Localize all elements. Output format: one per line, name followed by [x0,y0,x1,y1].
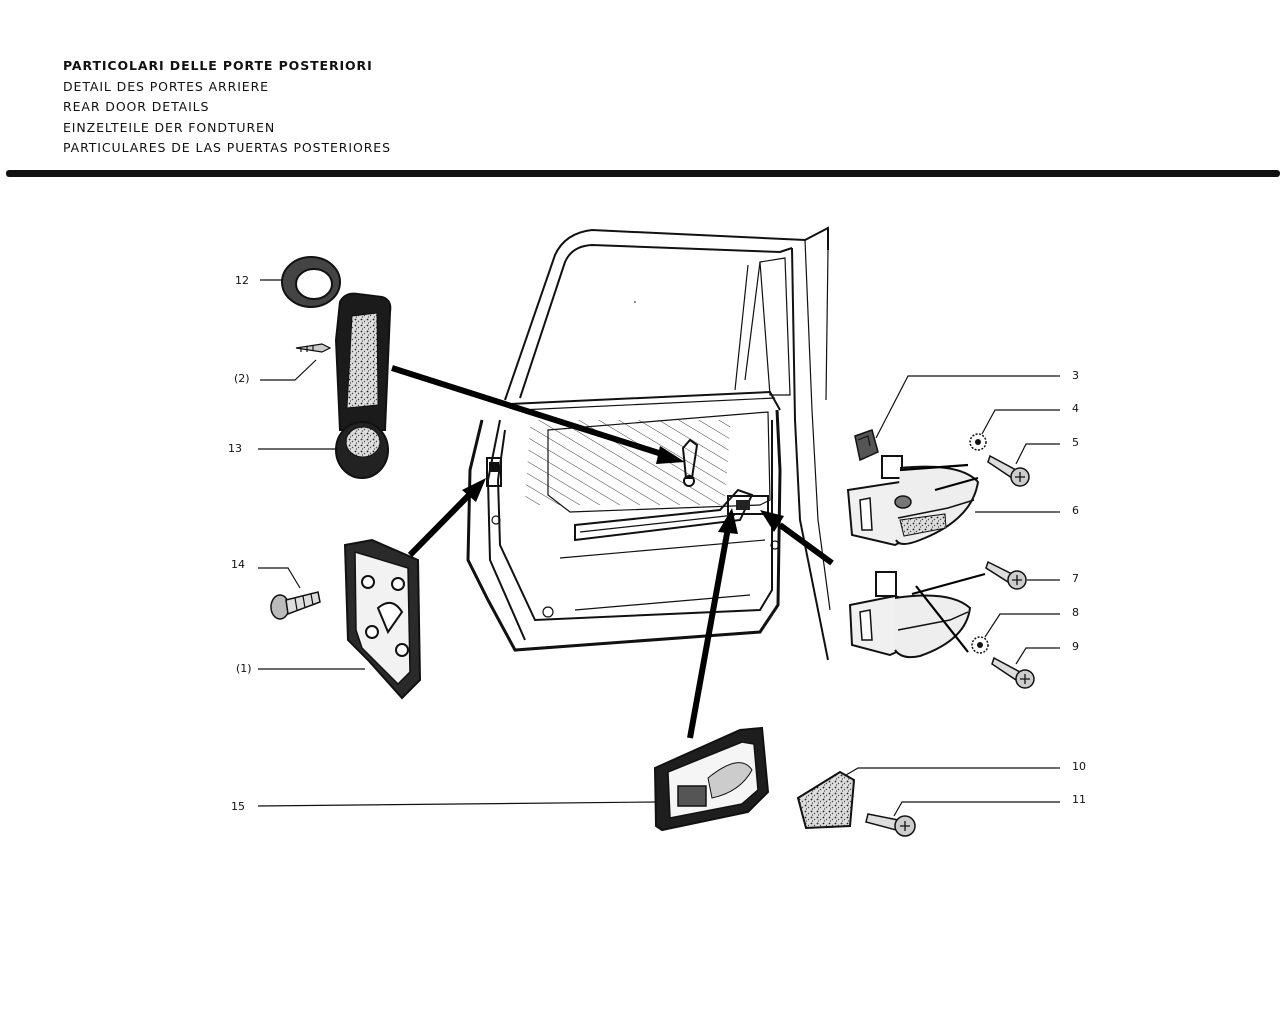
callout-15: 15 [231,800,245,813]
callout-2: (2) [234,372,250,385]
part-4-lock-washer [969,433,987,451]
callout-9: 9 [1072,640,1079,653]
part-7-screw [985,560,1027,590]
callout-8: 8 [1072,606,1079,619]
callout-4: 4 [1072,402,1079,415]
part-5-screw [987,454,1030,487]
callout-14: 14 [231,558,245,571]
header-divider [6,170,1280,177]
part-6-inner-door-handle [846,455,980,547]
title-italian: PARTICOLARI DELLE PORTE POSTERIORI [63,58,373,73]
callout-5: 5 [1072,436,1079,449]
part-8-lock-washer [971,636,989,654]
part-14-screw [270,591,321,620]
callout-7: 7 [1072,572,1079,585]
callout-6: 6 [1072,504,1079,517]
part-2-window-winder-handle [334,292,392,479]
part-10-cover-pad [796,770,856,830]
callout-11: 11 [1072,793,1086,806]
callout-3: 3 [1072,369,1079,382]
callout-1: (1) [236,662,252,675]
title-french: DETAIL DES PORTES ARRIERE [63,78,269,94]
title-block: PARTICOLARI DELLE PORTE POSTERIORI DETAI… [63,56,391,159]
title-english: REAR DOOR DETAILS [63,99,210,114]
callout-10: 10 [1072,760,1086,773]
part-11-screw [865,813,916,837]
part-8-inner-handle [848,571,972,659]
part-3-clip [854,429,879,462]
rear-door-assembly [466,226,831,661]
title-german: EINZELTEILE DER FONDTUREN [63,119,276,135]
callout-13: 13 [228,442,242,455]
callout-12: 12 [235,274,249,287]
part-1-hinge-plate [343,538,422,700]
part-15-handle-escutcheon [653,726,770,832]
part-9-screw [991,656,1035,689]
title-spanish: PARTICULARES DE LAS PUERTAS POSTERIORES [63,140,391,155]
part-12-escutcheon-ring [281,256,341,308]
screw-icon [295,343,332,353]
